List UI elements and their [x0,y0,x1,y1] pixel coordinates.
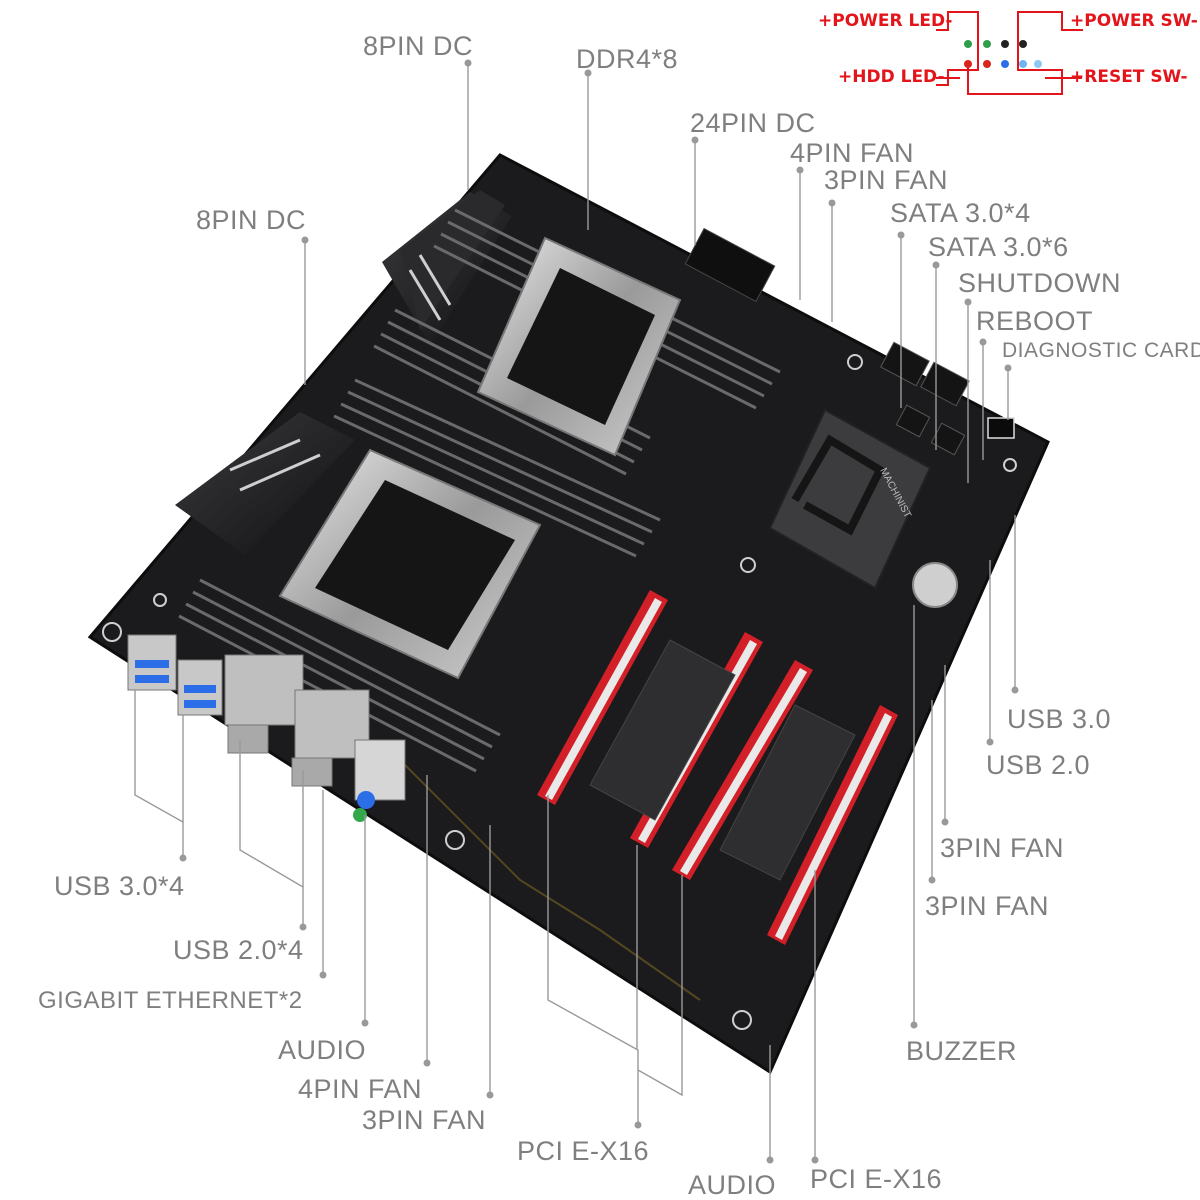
vrm-heatsink-upper [382,190,512,345]
front-panel-pin [1001,40,1009,48]
callout-lines [134,63,1016,1160]
label-pcie-a: PCI E-X16 [517,1136,650,1166]
chipset-heatsink: MACHINIST [768,408,932,590]
front-panel-header [936,11,1083,95]
front-panel-pin [964,40,972,48]
rear-io [127,634,406,822]
label-usb20x4: USB 2.0*4 [173,935,304,965]
atx-24pin-connector [684,227,776,303]
label-3pin-fan-top: 3PIN FAN [824,165,949,195]
dimm-slots-lower [178,378,661,773]
callout-dots [179,59,1019,1164]
label-8pin-dc-top: 8PIN DC [363,31,474,61]
front-panel-pin [983,40,991,48]
label-diagnostic-card: DIAGNOSTIC CARD [1002,339,1200,362]
label-sata-4: SATA 3.0*4 [890,198,1031,228]
m2-heatsink-a [589,639,736,821]
diagnostic-display [987,417,1015,439]
label-buzzer: BUZZER [906,1036,1017,1066]
label-audio-front: AUDIO [688,1170,777,1200]
front-panel-power-led: +POWER LED- [818,11,953,31]
front-panel-pin [983,60,991,68]
board-trace [399,759,701,1001]
cpu-socket-lower [278,448,542,680]
front-panel-hdd-led: +HDD LED- [838,67,945,87]
front-panel-bracket-left [936,11,979,86]
front-panel-pin [1019,40,1027,48]
label-3pin-fan-right-b: 3PIN FAN [925,891,1050,921]
label-4pin-fan-bottom: 4PIN FAN [298,1074,423,1104]
front-panel-power-sw: +POWER SW- [1070,11,1198,31]
cpu-socket-upper [476,236,682,457]
front-panel-pin [1019,60,1027,68]
label-pcie-b: PCI E-X16 [810,1164,943,1194]
front-panel-pin-extra [1034,60,1042,68]
label-usb20: USB 2.0 [986,750,1091,780]
label-audio-rear: AUDIO [278,1035,367,1065]
front-panel-bracket-right [967,11,1083,95]
label-3pin-fan-bottom: 3PIN FAN [362,1105,487,1135]
label-24pin-dc: 24PIN DC [690,108,816,138]
label-sata-6: SATA 3.0*6 [928,232,1069,262]
label-gigabit-ethernet: GIGABIT ETHERNET*2 [38,987,303,1014]
mounting-holes [102,354,1017,1030]
front-panel-reset-sw: +RESET SW- [1070,67,1188,87]
label-usb30x4: USB 3.0*4 [54,871,185,901]
label-8pin-dc-left: 8PIN DC [196,205,307,235]
label-reboot: REBOOT [976,306,1094,336]
ethernet-port-a [224,654,304,726]
label-shutdown: SHUTDOWN [958,268,1121,298]
vrm-heatsink-lower [175,412,355,555]
m2-heatsink-b [719,704,856,881]
label-usb30: USB 3.0 [1007,704,1112,734]
label-3pin-fan-right-a: 3PIN FAN [940,833,1065,863]
front-panel-pin [1001,60,1009,68]
audio-jacks [354,739,406,801]
cmos-battery [912,562,958,608]
label-ddr4: DDR4*8 [576,44,679,74]
front-panel-pin [964,60,972,68]
sata-ports [880,341,970,456]
label-4pin-fan-top: 4PIN FAN [790,138,915,168]
